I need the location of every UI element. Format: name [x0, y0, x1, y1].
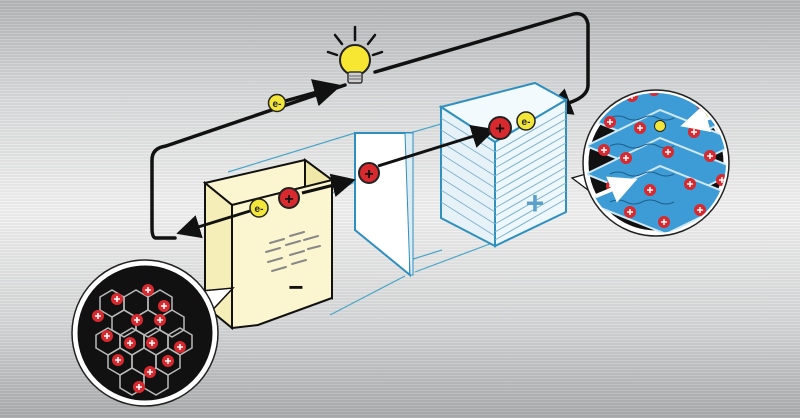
electron-flow-arrow-left: [176, 209, 251, 239]
anode-minus-sign: −: [288, 272, 303, 302]
ion-label: +: [364, 166, 373, 183]
electron-label: e-: [273, 99, 282, 110]
cathode-layers: [586, 93, 726, 233]
ion-insert-arrow: [595, 176, 638, 203]
electron-label: e-: [255, 204, 264, 215]
cathode-magnifier: [570, 89, 730, 237]
wire-arrow-bulb: [284, 79, 342, 107]
ion-flow-arrow-2: [377, 124, 496, 168]
graphite-pattern: [265, 231, 321, 272]
ion-label: +: [495, 119, 505, 138]
electron-icon: e-: [516, 111, 536, 131]
separator: [354, 132, 414, 278]
anode-ions: [92, 284, 186, 393]
electron-label: e-: [522, 117, 531, 128]
lithium-ion-icon: +: [358, 162, 380, 184]
cathode-plus-sign: +: [526, 185, 545, 221]
anode-electrode: −: [202, 158, 335, 331]
ion-label: +: [284, 191, 293, 208]
lithium-ion-icon: +: [278, 187, 300, 209]
lithium-ion-icon: +: [488, 116, 512, 140]
light-bulb-icon: [326, 25, 384, 84]
electron-icon: e-: [249, 198, 269, 218]
anode-magnifier: [71, 259, 235, 407]
cathode-layer-lines: [440, 110, 567, 241]
electron-icon: e-: [267, 93, 287, 113]
cathode-electrode: +: [438, 81, 569, 248]
ion-flow-arrow-1: [301, 173, 356, 198]
